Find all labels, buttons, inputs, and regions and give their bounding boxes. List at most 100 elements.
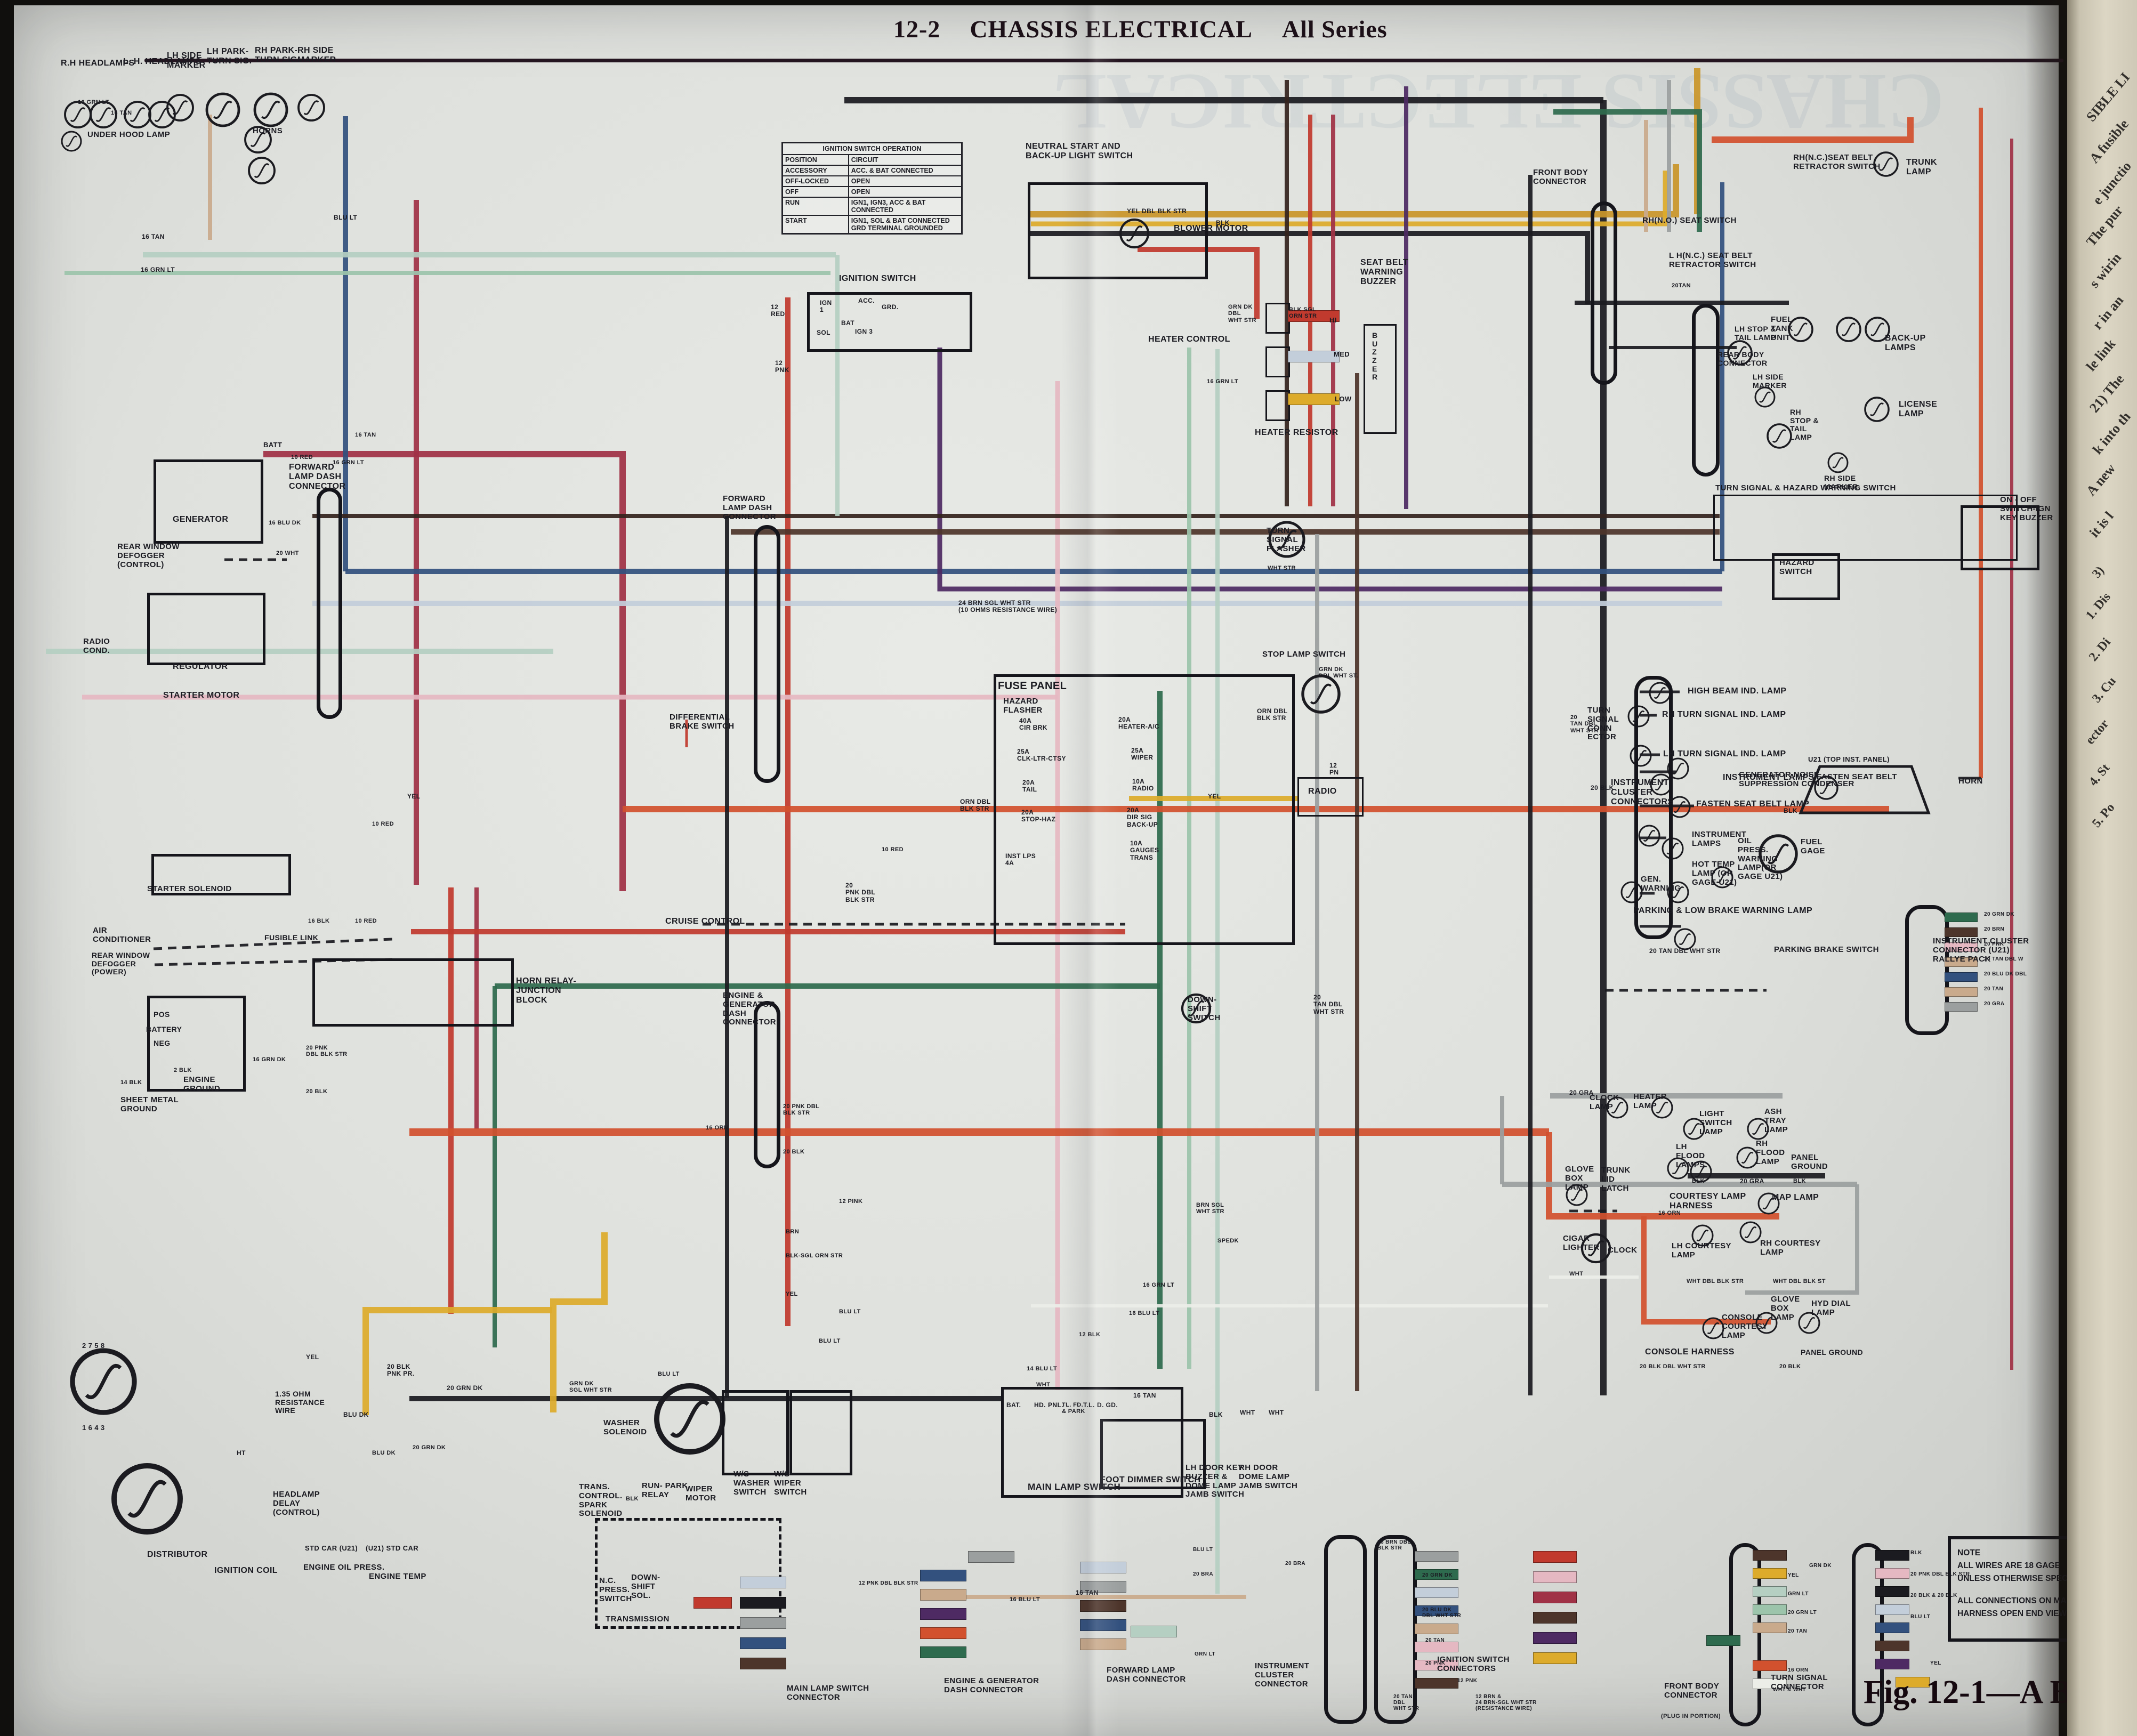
diagram-label: W/S WASHER SWITCH	[733, 1469, 770, 1497]
adjacent-page-text: A fusible	[2086, 116, 2132, 166]
diagram-label: HI	[1329, 316, 1337, 324]
lamp-icon	[1767, 423, 1792, 449]
diagram-label: 16 BLK	[308, 918, 330, 924]
wire-stub	[1080, 1600, 1126, 1612]
diagram-label: LH COURTESY LAMP	[1672, 1241, 1731, 1259]
diagram-label: MAIN LAMP SWITCH CONNECTOR	[787, 1684, 869, 1702]
diagram-label: CLOCK	[1608, 1246, 1638, 1255]
component-box	[754, 525, 780, 783]
component-box	[722, 1390, 789, 1475]
component-box	[1001, 1387, 1183, 1498]
lamp-icon	[1727, 340, 1753, 366]
lamp-icon	[1667, 1157, 1689, 1180]
diagram-label: FORWARD LAMP DASH CONNECTOR	[289, 463, 346, 491]
diagram-label: GRN LT	[1788, 1591, 1809, 1597]
diagram-label: 1 6 4 3	[82, 1424, 105, 1432]
component-box	[754, 1001, 780, 1168]
wire-stub	[920, 1646, 966, 1658]
diagram-label: YEL	[306, 1353, 319, 1361]
diagram-label: CLOCK LAMP	[1590, 1093, 1619, 1111]
lamp-icon	[1702, 1317, 1724, 1339]
wire-stub	[1415, 1678, 1458, 1689]
diagram-label: ENGINE TEMP	[369, 1572, 426, 1581]
diagram-label: BACK-UP LAMPS	[1885, 334, 1926, 352]
diagram-label: 25A WIPER	[1131, 747, 1154, 762]
diagram-label: WHT & WHT	[1773, 1687, 1806, 1693]
wire-stub	[1415, 1660, 1458, 1670]
diagram-label: GRN DK SGL WHT STR	[569, 1380, 612, 1394]
diagram-label: YEL DBL BLK STR	[1127, 207, 1187, 215]
component-box	[1265, 390, 1290, 421]
diagram-label: BLK	[1209, 1411, 1223, 1418]
diagram-label: TRUNK LID LATCH	[1601, 1166, 1631, 1193]
diagram-label: FASTEN SEAT BELT LAMP	[1696, 800, 1810, 809]
adjacent-page-text: r in an	[2090, 292, 2127, 333]
diagram-label: FORWARD LAMP DASH CONNECTOR	[723, 494, 776, 521]
diagram-label: LIGHT SWITCH LAMP	[1699, 1109, 1732, 1136]
diagram-label: D. GD.	[1097, 1401, 1118, 1409]
lamp-icon	[1627, 705, 1650, 728]
header-rule	[144, 59, 2063, 62]
diagram-label: LH FLOOD LAMPS	[1676, 1142, 1705, 1169]
diagram-label: 25A CLK-LTR-CTSY	[1017, 748, 1066, 763]
diagram-label: 1.35 OHM RESISTANCE WIRE	[275, 1390, 325, 1415]
diagram-label: HEADLAMP DELAY (CONTROL)	[273, 1490, 320, 1517]
diagram-label: HEATER RESISTOR	[1255, 428, 1338, 437]
diagram-label: RH PARK- TURN SIG.	[255, 46, 300, 64]
diagram-label: GRN DK DBL WHT STR	[1228, 304, 1256, 324]
diagram-label: TURN SIGNAL & HAZARD WARNING SWITCH	[1715, 483, 1896, 492]
diagram-label: BATTERY	[146, 1025, 182, 1033]
diagram-label: STARTER SOLENOID	[147, 884, 232, 893]
diagram-label: 16 ORN	[1658, 1210, 1681, 1216]
section-subtitle: All Series	[1281, 15, 1388, 43]
component-box	[147, 996, 246, 1092]
diagram-label: HD.	[1034, 1401, 1046, 1409]
diagram-label: T.L.	[1083, 1401, 1095, 1409]
wire-stub	[920, 1589, 966, 1601]
diagram-label: TURN SIGNAL FLASHER	[1267, 526, 1306, 553]
diagram-label: 12 PN	[1329, 762, 1339, 777]
diagram-label: WHT	[1036, 1382, 1051, 1388]
diagram-label: RH TURN SIGNAL IND. LAMP	[1662, 710, 1786, 719]
diagram-label: LICENSE LAMP	[1899, 400, 1938, 418]
wire-stub	[1875, 1604, 1909, 1615]
diagram-label: CONSOLE COURTESY LAMP	[1722, 1313, 1768, 1340]
wire-stub	[1288, 351, 1340, 362]
adjacent-page-text: e junctio	[2090, 158, 2134, 208]
wire-stub	[1945, 913, 1978, 922]
diagram-label: 20 BLK	[1779, 1363, 1801, 1370]
diagram-label: YEL	[1208, 793, 1221, 800]
lamp-icon	[1580, 1233, 1611, 1264]
lamp-icon	[1119, 218, 1150, 249]
diagram-label: HORNS	[253, 126, 283, 135]
diagram-label: (U21) STD CAR	[366, 1544, 419, 1552]
diagram-label: RADIO COND.	[83, 637, 110, 655]
diagram-label: STD CAR (U21)	[305, 1544, 358, 1552]
diagram-label: 12 PNK DBL BLK STR	[859, 1580, 918, 1586]
diagram-label: 16 TAN	[1076, 1589, 1099, 1596]
diagram-label: GRN DK DBL WHT ST.	[1319, 666, 1358, 680]
lamp-icon	[654, 1383, 725, 1455]
page-crease	[1061, 5, 1120, 1736]
lamp-icon	[1788, 317, 1813, 342]
diagram-label: 20A STOP-HAZ	[1021, 809, 1056, 823]
lamp-icon	[1798, 1312, 1820, 1334]
diagram-label: BATT	[263, 441, 283, 449]
component-box	[1692, 304, 1720, 477]
lamp-icon	[1747, 1118, 1769, 1140]
diagram-label: WIPER MOTOR	[686, 1484, 716, 1503]
lamp-icon	[248, 157, 276, 184]
diagram-label: 20 BLK	[306, 1088, 328, 1095]
component-box	[1265, 346, 1290, 377]
diagram-label: 16 GRN DK	[253, 1056, 286, 1063]
diagram-label: 16 TAN	[142, 233, 165, 240]
diagram-label: CRUISE CONTROL	[665, 917, 745, 926]
diagram-label: DOWN- SHIFT SOL.	[631, 1573, 660, 1600]
diagram-label: BLK	[1793, 1178, 1806, 1184]
diagram-label: IGNITION SWITCH CONNECTORS	[1437, 1655, 1510, 1673]
adjacent-page-text: k into th	[2090, 409, 2134, 457]
diagram-label: 24 BRN SGL WHT STR (10 OHMS RESISTANCE W…	[958, 599, 1058, 614]
